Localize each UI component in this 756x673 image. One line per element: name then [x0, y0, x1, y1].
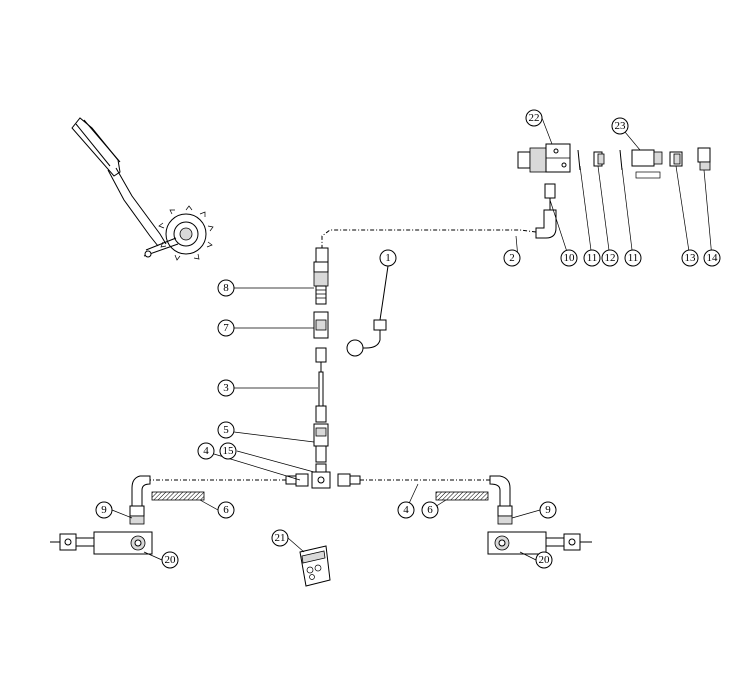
svg-text:6: 6 — [223, 504, 229, 516]
callout-13: 13 — [681, 249, 699, 267]
callout-21: 21 — [271, 529, 289, 547]
callout-3: 3 — [217, 379, 235, 397]
cylinder-20-right — [487, 531, 592, 555]
fittings-row — [577, 147, 711, 179]
callout-10: 10 — [560, 249, 578, 267]
callout-1: 1 — [379, 249, 397, 267]
svg-text:21: 21 — [275, 532, 286, 544]
callout-8: 8 — [217, 279, 235, 297]
callout-4-left: 4 — [197, 442, 215, 460]
svg-text:20: 20 — [165, 554, 177, 566]
svg-text:4: 4 — [203, 445, 209, 457]
svg-text:3: 3 — [223, 382, 229, 394]
svg-text:7: 7 — [223, 322, 229, 334]
svg-text:5: 5 — [223, 424, 229, 436]
tee-fitting-15 — [285, 463, 361, 489]
callout-22: 22 — [525, 109, 543, 127]
callout-15: 15 — [219, 442, 237, 460]
cable-part-1 — [346, 265, 389, 357]
vertical-fitting-stack — [313, 261, 329, 463]
valve-assembly-22 — [517, 143, 571, 173]
svg-text:23: 23 — [615, 120, 627, 132]
svg-text:8: 8 — [223, 282, 229, 294]
implement-arm-illustration — [71, 117, 214, 261]
svg-text:1: 1 — [385, 252, 391, 264]
leader-lines — [111, 117, 713, 561]
svg-text:9: 9 — [545, 504, 551, 516]
cylinder-20-left — [50, 531, 153, 555]
hose-4-right — [360, 475, 513, 525]
callout-6-right: 6 — [421, 501, 439, 519]
callout-11-b: 11 — [624, 249, 642, 267]
svg-text:10: 10 — [564, 252, 576, 264]
callout-2: 2 — [503, 249, 521, 267]
svg-text:9: 9 — [101, 504, 107, 516]
svg-text:13: 13 — [685, 252, 697, 264]
callout-4-right: 4 — [397, 501, 415, 519]
svg-text:15: 15 — [223, 445, 235, 457]
callout-23: 23 — [611, 117, 629, 135]
callout-6-left: 6 — [217, 501, 235, 519]
callout-14: 14 — [703, 249, 721, 267]
hose-4-left — [129, 475, 286, 525]
svg-text:22: 22 — [529, 112, 540, 124]
callout-7: 7 — [217, 319, 235, 337]
callout-12: 12 — [601, 249, 619, 267]
hardware-bag-21 — [299, 545, 331, 587]
svg-text:6: 6 — [427, 504, 433, 516]
callout-9-left: 9 — [95, 501, 113, 519]
svg-text:12: 12 — [605, 252, 616, 264]
svg-text:20: 20 — [539, 554, 551, 566]
svg-text:2: 2 — [509, 252, 515, 264]
svg-text:14: 14 — [707, 252, 719, 264]
svg-text:11: 11 — [628, 252, 639, 264]
callout-11-a: 11 — [583, 249, 601, 267]
callout-5: 5 — [217, 421, 235, 439]
callout-20-right: 20 — [535, 551, 553, 569]
callout-20-left: 20 — [161, 551, 179, 569]
callout-9-right: 9 — [539, 501, 557, 519]
svg-text:11: 11 — [587, 252, 598, 264]
hose-2-assembly — [315, 183, 557, 263]
svg-text:4: 4 — [403, 504, 409, 516]
